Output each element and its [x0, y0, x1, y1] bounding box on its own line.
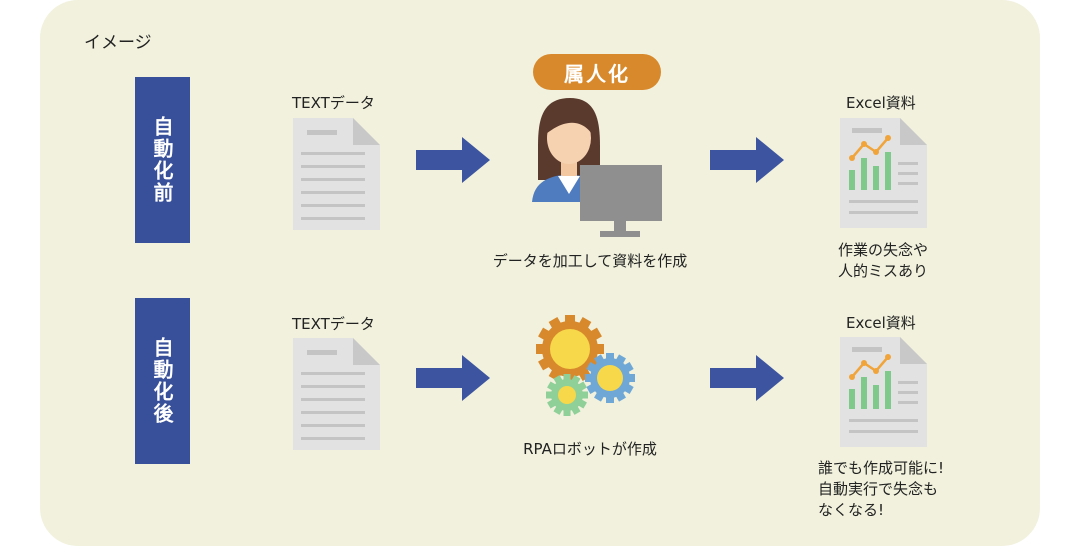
gears-icon [536, 315, 635, 416]
after-input-label: TEXTデータ [292, 315, 375, 333]
after-note-line: 自動実行で失念も [818, 480, 939, 498]
arrow-right-icon [710, 355, 784, 401]
arrow-right-icon [416, 137, 490, 183]
after-process-caption: RPAロボットが作成 [523, 440, 657, 458]
before-output-label: Excel資料 [846, 94, 916, 112]
after-output-label: Excel資料 [846, 314, 916, 332]
before-note-line: 作業の失念や [838, 241, 929, 259]
after-note-line: 誰でも作成可能に! [818, 459, 945, 477]
before-automation-label: 自動化前 [135, 77, 190, 243]
before-process-caption: データを加工して資料を作成 [492, 252, 688, 270]
document-icon [293, 338, 380, 450]
diagram-title: イメージ [84, 33, 152, 53]
document-icon [293, 118, 380, 230]
before-input-label: TEXTデータ [292, 94, 375, 112]
excel-report-icon [840, 118, 927, 228]
background-panel [40, 0, 1040, 546]
arrow-right-icon [416, 355, 490, 401]
before-note: 作業の失念や 人的ミスあり [838, 240, 928, 282]
before-note-line: 人的ミスあり [838, 262, 929, 280]
dependency-badge: 属人化 [533, 54, 661, 90]
after-note-line: なくなる! [818, 501, 885, 519]
person-at-computer-icon [532, 98, 662, 237]
after-note: 誰でも作成可能に! 自動実行で失念も なくなる! [818, 458, 944, 521]
excel-report-icon [840, 337, 927, 447]
arrow-right-icon [710, 137, 784, 183]
after-automation-label: 自動化後 [135, 298, 190, 464]
